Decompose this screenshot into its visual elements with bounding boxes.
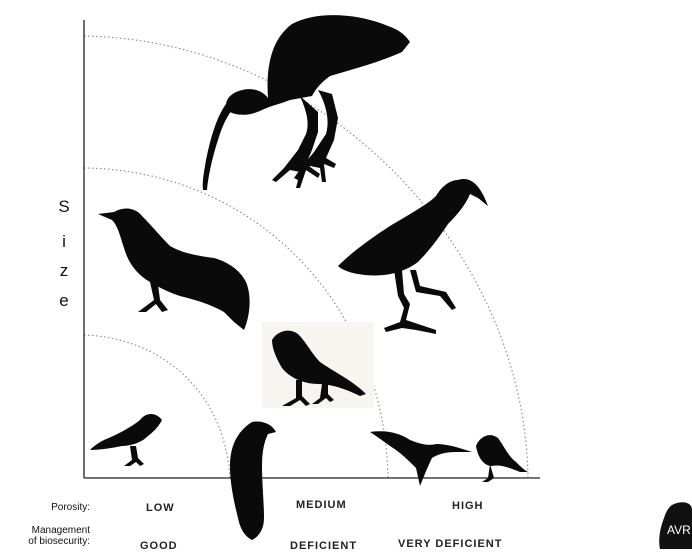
porosity-low: LOW <box>146 502 175 514</box>
management-row-label-line2: of biosecurity: <box>4 537 90 547</box>
porosity-high: HIGH <box>452 500 484 512</box>
biosecurity-very-deficient: VERY DEFICIENT <box>398 538 502 550</box>
porosity-row-label: Porosity: <box>14 503 90 513</box>
y-axis-letter-s: S <box>57 197 71 217</box>
y-axis-letter-e: e <box>57 291 71 311</box>
heron-silhouette <box>338 179 488 334</box>
watermark-text: AVR <box>667 523 691 537</box>
sparrow-silhouette <box>262 322 374 408</box>
biosecurity-deficient: DEFICIENT <box>290 540 357 552</box>
y-axis-letter-z: z <box>57 261 71 281</box>
arc-small <box>84 335 230 478</box>
ibis-silhouette <box>203 15 410 190</box>
management-row-label-line1: Management <box>4 526 90 536</box>
crow-silhouette <box>98 209 250 330</box>
parrot-silhouette <box>230 421 276 540</box>
watermark-logo: AVR <box>659 502 692 549</box>
biosecurity-good: GOOD <box>140 540 178 552</box>
small-finch-silhouette <box>90 414 162 466</box>
porosity-medium: MEDIUM <box>296 499 347 511</box>
shrike-silhouette <box>476 435 528 482</box>
y-axis-letter-i: i <box>57 232 71 252</box>
